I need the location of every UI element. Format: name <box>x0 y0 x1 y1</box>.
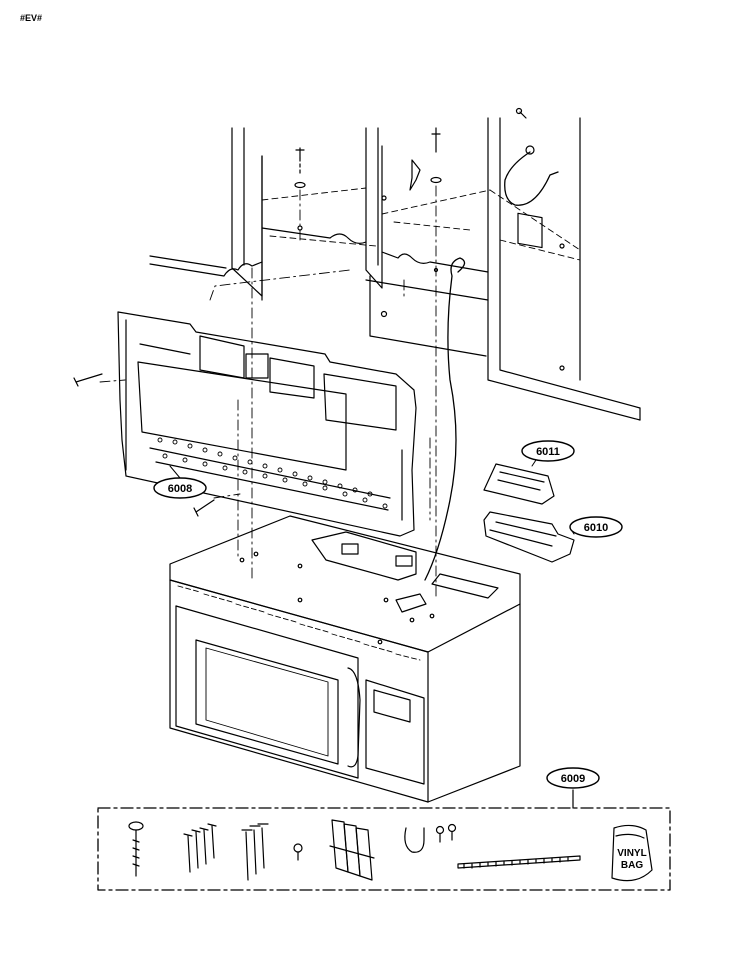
callout-6009: 6009 <box>546 767 600 789</box>
anchor-bolts <box>241 823 269 881</box>
callout-6010: 6010 <box>569 516 623 538</box>
power-cord <box>424 151 559 581</box>
vinyl-bag-label-line2: BAG <box>621 860 643 871</box>
top-cabinet-plate <box>483 463 555 505</box>
wood-screws <box>183 823 217 873</box>
cabinet-screws <box>294 127 442 191</box>
cable-clamp <box>404 827 425 853</box>
callout-6008-label: 6008 <box>168 483 192 495</box>
callout-6009-label: 6009 <box>561 773 585 785</box>
wing-nuts <box>329 819 375 881</box>
plate-screw-bottom <box>193 499 215 517</box>
callout-6011: 6011 <box>521 440 575 467</box>
corner-tag: #EV# <box>20 13 43 23</box>
alignment-lines <box>99 185 437 601</box>
vinyl-bag-label-line1: VINYL <box>617 848 646 859</box>
small-screw <box>293 843 303 861</box>
callout-6010-label: 6010 <box>584 522 608 534</box>
callout-6011-label: 6011 <box>536 446 560 458</box>
wall-outlet <box>515 107 543 249</box>
callout-6008: 6008 <box>153 465 207 499</box>
spring-strip <box>457 855 581 869</box>
hardware-kit-frame <box>97 807 671 891</box>
microwave-oven <box>169 515 521 803</box>
mounting-plate <box>117 311 417 537</box>
plate-screw-left <box>73 373 103 387</box>
upper-cabinets <box>149 117 641 421</box>
vinyl-bag <box>611 824 653 882</box>
clamp-screws <box>435 823 457 843</box>
top-cabinet-spacer <box>483 511 575 563</box>
toggle-bolt <box>128 821 144 877</box>
